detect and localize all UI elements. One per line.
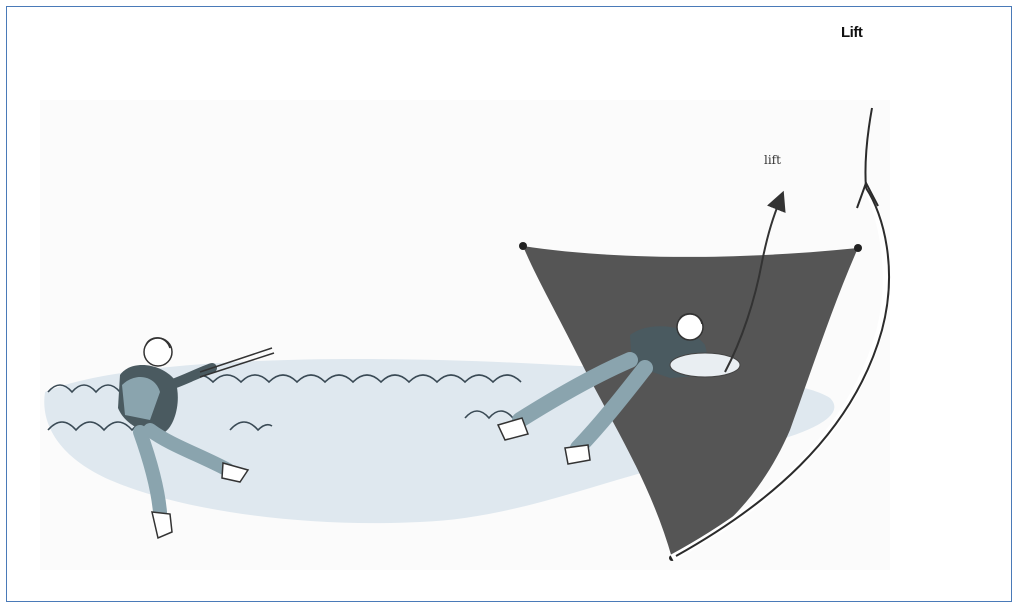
person-left (118, 337, 275, 540)
sail-corner-left (519, 242, 527, 250)
lift-title: Lift (841, 24, 863, 41)
sail-shape (523, 246, 858, 558)
person-right (496, 313, 741, 465)
lift-curve-top (864, 107, 873, 189)
inner-lift-arrow (724, 190, 786, 373)
lift-arrow-label: lift (764, 153, 781, 167)
lift-curve-line (675, 187, 891, 557)
sail-corner-right (854, 244, 862, 252)
lift-curve-arrow-icon (856, 180, 879, 209)
